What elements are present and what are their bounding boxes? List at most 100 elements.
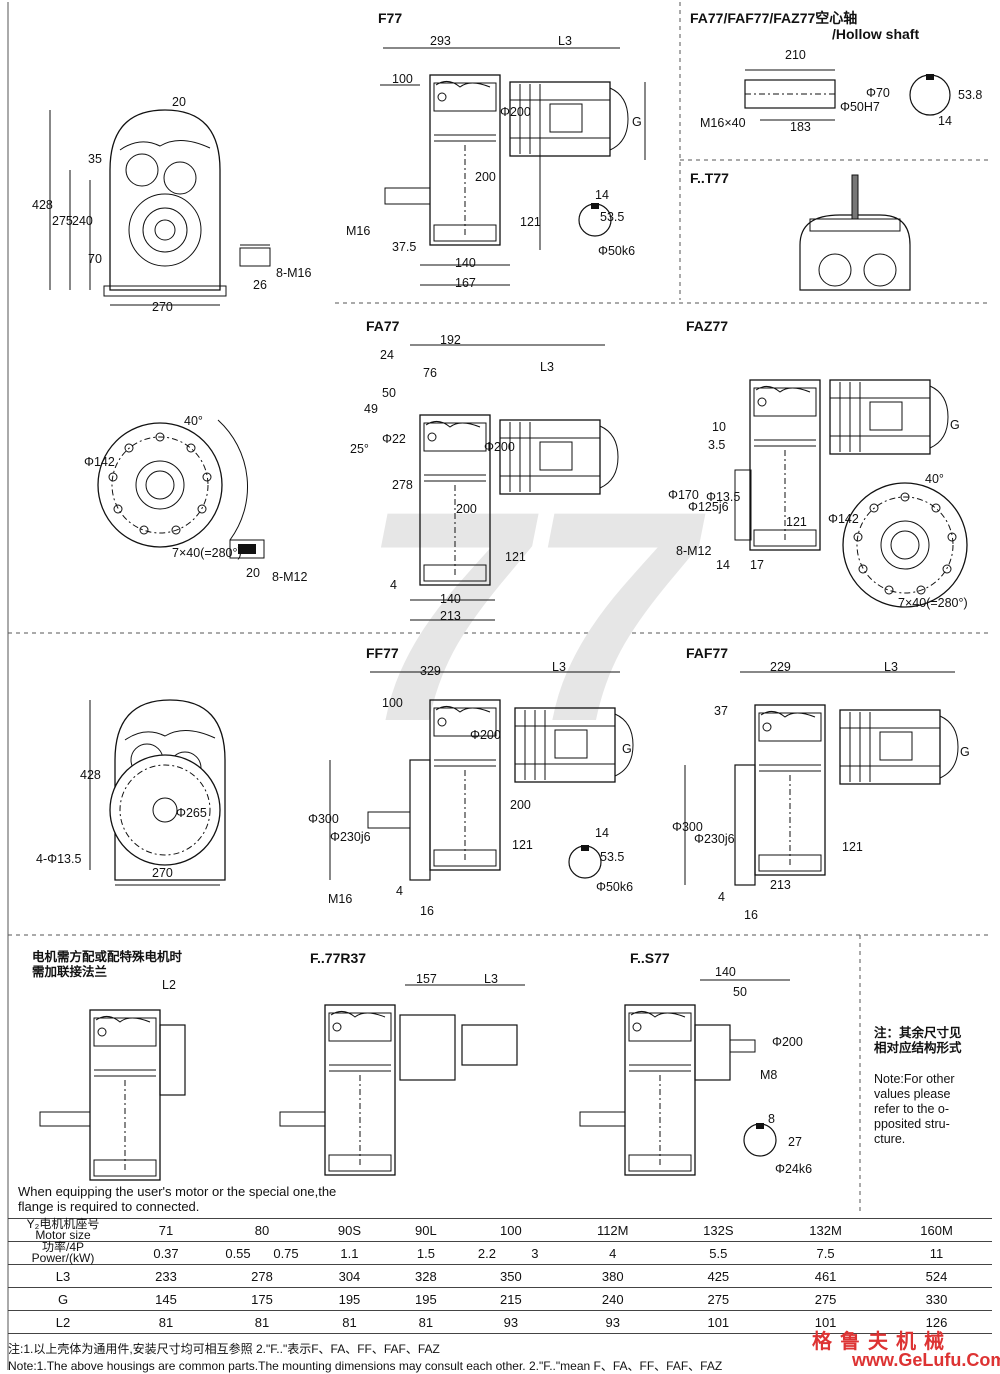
dim-label: 8-M16 [276,266,312,280]
dim-label: 200 [456,502,477,516]
table-cell: 0.37 [118,1241,214,1265]
dim-label: 183 [790,120,811,134]
table-cell: 81 [388,1310,463,1334]
dim-label: 200 [475,170,496,184]
dim-label: 20 [246,566,260,580]
dim-label: Φ200 [470,728,501,742]
dim-label: Φ170 [668,488,699,502]
dim-label: 140 [440,592,461,606]
faz77-flange-face [842,482,968,608]
dim-label: M16 [328,892,353,906]
dim-label: 76 [423,366,437,380]
dim-label: Φ50k6 [598,244,636,258]
dim-label: Φ22 [382,432,406,446]
table-cell: 101 [666,1310,771,1334]
adapter-label-l2: L2 [162,978,176,992]
table-cell: 126 [881,1310,992,1334]
hollow-shaft-view [744,69,951,121]
table-cell: 275 [666,1287,771,1311]
table-cell: 0.55 [214,1241,262,1265]
dim-label: 121 [512,838,533,852]
dim-label: 270 [152,866,173,880]
dim-label: G [622,742,632,756]
dim-label: 53.8 [958,88,983,102]
table-cell: 215 [462,1287,559,1311]
adapter-flange [159,1024,186,1096]
table-row-label: G [8,1287,118,1311]
table-cell: 328 [388,1264,463,1288]
table-row-label: L3 [8,1264,118,1288]
dim-label: 213 [770,878,791,892]
dim-label: 121 [505,550,526,564]
table-cell: 132S [666,1218,771,1242]
table-cell: 145 [118,1287,214,1311]
dim-label: 50 [733,985,747,999]
table-cell: 3 [510,1241,559,1265]
dim-label: 50 [382,386,396,400]
table-cell: 160M [881,1218,992,1242]
subtitle-hollow: /Hollow shaft [832,26,920,42]
table-cell: 81 [310,1310,389,1334]
dim-label: 8-M12 [676,544,712,558]
dim-label: 213 [440,609,461,623]
title-fs77: F..S77 [630,950,670,966]
dim-label: 428 [32,198,53,212]
ff77-flange-circle [109,754,221,866]
dim-label: 200 [510,798,531,812]
table-cell: 233 [118,1264,214,1288]
adapter-note-en: When equipping the user's motor or the s… [18,1184,337,1214]
dim-label: 40° [184,414,203,428]
table-cell: 101 [770,1310,882,1334]
fa77-bolt-detail [229,539,265,559]
dim-label: L3 [484,972,498,986]
fs77-gearbox [624,1004,696,1176]
table-row-label: L2 [8,1310,118,1334]
dim-label: Φ142 [84,455,115,469]
table-cell: 93 [558,1310,667,1334]
dim-label: M16×40 [700,116,746,130]
dim-label: L3 [540,360,554,374]
adapter-gearbox [89,1009,161,1181]
dim-label: L3 [884,660,898,674]
table-cell: 100 [462,1218,559,1242]
dim-label: M8 [760,1068,778,1082]
dim-label: 4 [396,884,403,898]
dim-label: 49 [364,402,378,416]
dim-label: Φ200 [500,105,531,119]
dim-label: 27 [788,1135,802,1149]
dim-label: 4-Φ13.5 [36,852,82,866]
dim-label: 121 [520,215,541,229]
title-fa77: FA77 [366,318,400,334]
faf77-motor [839,709,959,785]
table-cell: 112M [558,1218,667,1242]
dim-label: 167 [455,276,476,290]
dim-label: 8 [768,1112,775,1126]
dim-label: 25° [350,442,369,456]
dim-label: 121 [786,515,807,529]
dim-label: 7×40(=280°) [172,546,242,560]
watermark-cn: 格鲁夫机械 [812,1329,952,1353]
f77-gearbox [429,74,501,246]
f77r37-reducer [399,1014,456,1081]
table-row-g: G 145 175 195 195 215 240 275 275 330 [8,1287,992,1311]
table-cell: 1.1 [310,1241,389,1265]
f77-shaft [384,187,431,205]
dim-label: 329 [420,664,441,678]
dim-label: 8-M12 [272,570,308,584]
table-cell: 524 [881,1264,992,1288]
table-cell: 90S [310,1218,389,1242]
dim-label: Φ230j6 [330,830,371,844]
dim-label: 428 [80,768,101,782]
dim-label: 275 [52,214,73,228]
dim-label: 14 [595,188,609,202]
dim-label: 40° [925,472,944,486]
f77r37-motor [461,1024,518,1066]
dim-label: Φ50k6 [596,880,634,894]
table-cell: 93 [462,1310,559,1334]
table-row-l3: L3 233 278 304 328 350 380 425 461 524 [8,1264,992,1288]
table-cell: 132M [770,1218,882,1242]
ff77-keyed-shaft [568,844,602,879]
